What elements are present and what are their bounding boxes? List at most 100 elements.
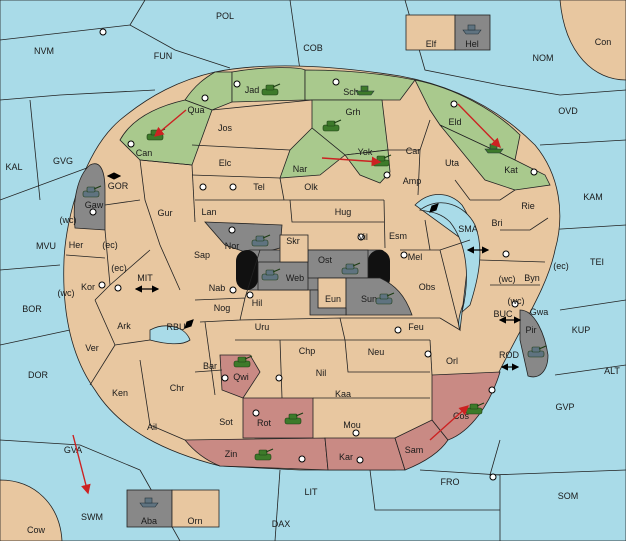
label-kup: KUP	[572, 325, 591, 335]
label-bor: BOR	[22, 304, 42, 314]
label-jos: Jos	[218, 123, 233, 133]
label-kor: Kor	[81, 282, 95, 292]
label-kam: KAM	[583, 192, 603, 202]
label-nil: Nil	[316, 368, 327, 378]
label-gur: Gur	[157, 208, 172, 218]
label-sam: Sam	[405, 445, 424, 455]
label-kar: Kar	[339, 452, 353, 462]
fleet-icon[interactable]	[355, 85, 375, 96]
label-tel: Tel	[253, 182, 265, 192]
move-arrow-sam-cos	[429, 405, 470, 441]
label-buc: BUC	[493, 309, 513, 319]
label-fun: FUN	[154, 51, 173, 61]
center-west-cap	[236, 250, 258, 290]
label-hug: Hug	[335, 207, 352, 217]
coast-wc2: (wc)	[58, 288, 75, 298]
label-uta: Uta	[445, 158, 459, 168]
army-icon[interactable]	[261, 83, 281, 96]
move-arrow-gva-swm	[72, 434, 91, 495]
label-can: Can	[136, 148, 153, 158]
army-icon[interactable]	[254, 448, 274, 461]
label-web: Web	[286, 273, 304, 283]
label-swm: SWM	[81, 512, 103, 522]
label-aba: Aba	[141, 516, 157, 526]
region-kat[interactable]	[439, 124, 551, 191]
label-mou: Mou	[343, 420, 361, 430]
army-icon[interactable]	[375, 292, 395, 305]
label-bri: Bri	[492, 218, 503, 228]
label-ail: Ail	[147, 422, 157, 432]
army-icon[interactable]	[261, 268, 281, 281]
army-icon[interactable]	[82, 185, 102, 198]
label-kaa: Kaa	[335, 389, 351, 399]
label-ver: Ver	[85, 343, 99, 353]
label-fro: FRO	[441, 477, 460, 487]
canals	[106, 172, 522, 371]
fleet-icon[interactable]	[139, 497, 159, 508]
region-orn[interactable]	[171, 489, 220, 528]
army-icon[interactable]	[233, 355, 253, 368]
label-orl: Orl	[446, 356, 458, 366]
move-arrow-eld-kat	[457, 103, 501, 149]
label-gvp: GVP	[555, 402, 574, 412]
army-icon[interactable]	[341, 262, 361, 275]
region-sch[interactable]	[304, 69, 416, 101]
label-ovd: OVD	[558, 106, 578, 116]
army-icon[interactable]	[322, 119, 342, 132]
label-mit: MIT	[137, 273, 153, 283]
label-skr: Skr	[286, 236, 300, 246]
label-gor: GOR	[108, 181, 129, 191]
label-rie: Rie	[521, 201, 535, 211]
coast-wc4: (wc)	[508, 296, 525, 306]
label-nab: Nab	[209, 283, 226, 293]
label-grh: Grh	[345, 107, 360, 117]
label-cow: Cow	[27, 525, 46, 535]
label-nar: Nar	[293, 164, 308, 174]
label-cob: COB	[303, 43, 323, 53]
label-mvu: MVU	[36, 241, 56, 251]
region-pir[interactable]	[519, 309, 549, 378]
label-chr: Chr	[170, 383, 185, 393]
label-rod: ROD	[499, 350, 520, 360]
region-kar[interactable]	[324, 437, 406, 471]
label-qua: Qua	[187, 105, 204, 115]
army-icon[interactable]	[284, 412, 304, 425]
army-icon[interactable]	[251, 234, 271, 247]
label-kat: Kat	[504, 165, 518, 175]
sun-sw	[309, 289, 347, 316]
label-sun: Sun	[361, 294, 377, 304]
label-qwi: Qwi	[233, 372, 249, 382]
label-nor: Nor	[225, 241, 240, 251]
label-lan: Lan	[201, 207, 216, 217]
region-nar[interactable]	[279, 127, 346, 179]
label-gvg: GVG	[53, 156, 73, 166]
label-olk: Olk	[304, 182, 318, 192]
label-esm: Esm	[389, 231, 407, 241]
region-qua[interactable]	[184, 71, 233, 111]
label-dax: DAX	[272, 519, 291, 529]
label-gaw: Gaw	[85, 200, 104, 210]
label-ost: Ost	[318, 255, 333, 265]
label-cos: Cos	[453, 411, 470, 421]
label-sap: Sap	[194, 250, 210, 260]
region-elf[interactable]	[405, 14, 456, 51]
label-sot: Sot	[219, 417, 233, 427]
army-icon[interactable]	[527, 345, 547, 358]
label-nom: NOM	[533, 53, 554, 63]
rbu-canal	[184, 319, 194, 329]
label-orn: Orn	[187, 516, 202, 526]
region-sun[interactable]	[345, 277, 413, 316]
label-amp: Amp	[403, 176, 422, 186]
label-elc: Elc	[219, 158, 232, 168]
label-nvm: NVM	[34, 46, 54, 56]
label-alt: ALT	[604, 366, 620, 376]
label-sch: Sch	[343, 87, 359, 97]
region-rot[interactable]	[242, 397, 314, 439]
region-aba[interactable]	[126, 489, 173, 528]
region-skr[interactable]	[279, 234, 309, 263]
label-kal: KAL	[5, 162, 22, 172]
label-jad: Jad	[245, 85, 260, 95]
label-hil: Hil	[252, 298, 263, 308]
supply-centers	[89, 28, 538, 481]
fleet-icon[interactable]	[462, 24, 482, 35]
